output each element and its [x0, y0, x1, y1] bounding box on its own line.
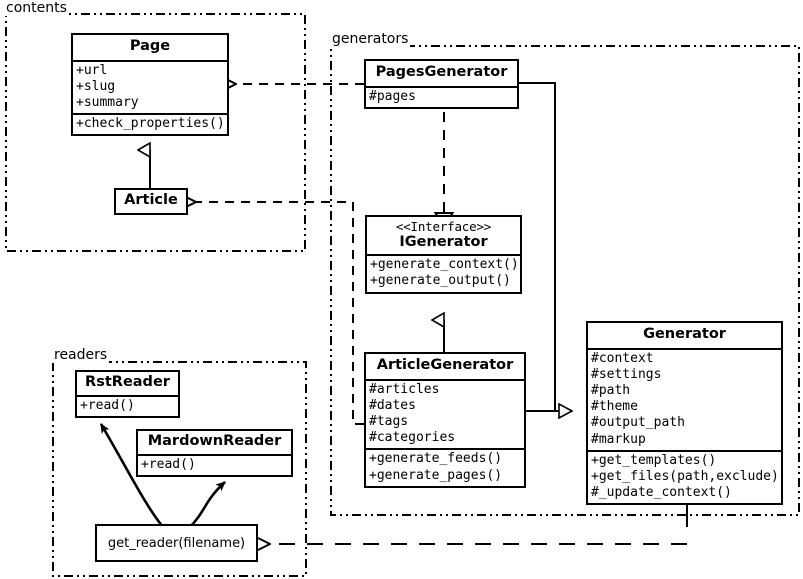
class-box-page[interactable]: Page +url +slug +summary +check_properti…	[71, 33, 229, 137]
method-item: +generate_context()	[370, 257, 519, 273]
method-item: +generate_pages()	[369, 467, 503, 483]
attribute-item: +url	[76, 62, 108, 78]
function-box-get-reader[interactable]: get_reader(filename)	[95, 524, 258, 562]
attribute-item: #context	[591, 350, 654, 366]
class-name-page: Page	[129, 38, 171, 54]
class-attributes-generator: #context #settings #path #theme #output_…	[588, 347, 781, 450]
attribute-item: +slug	[76, 78, 116, 94]
class-methods-mardownreader: +read()	[138, 453, 291, 475]
class-attributes-pagesgenerator: #pages	[366, 85, 517, 107]
package-label-generators: generators	[330, 31, 411, 47]
relation-generator-depends-getreader	[270, 502, 688, 544]
attribute-item: #path	[591, 383, 631, 399]
relation-articlegenerator-depends-article	[196, 202, 364, 425]
class-methods-generator: +get_templates() +get_files(path,exclude…	[588, 449, 781, 504]
class-box-mardownreader[interactable]: MardownReader +read()	[136, 429, 293, 477]
method-item: +read()	[80, 397, 135, 413]
relation-generators-inherit-generator	[519, 82, 572, 411]
class-methods-page: +check_properties()	[73, 113, 227, 134]
method-item: +generate_output()	[370, 273, 511, 289]
function-label-get-reader: get_reader(filename)	[107, 535, 246, 551]
class-box-articlegenerator[interactable]: ArticleGenerator #articles #dates #tags …	[364, 352, 526, 488]
attribute-item: +summary	[76, 95, 139, 111]
attribute-item: #theme	[591, 399, 638, 415]
class-box-pagesgenerator[interactable]: PagesGenerator #pages	[364, 59, 519, 109]
relation-getreader-uses-mardownreader	[189, 481, 226, 528]
class-methods-articlegenerator: +generate_feeds() +generate_pages()	[366, 448, 524, 485]
class-box-article[interactable]: Article	[114, 188, 188, 215]
class-name-mardownreader: MardownReader	[147, 433, 282, 449]
class-stereotype-igenerator: <<Interface>>	[395, 219, 492, 234]
class-attributes-articlegenerator: #articles #dates #tags #categories	[366, 378, 524, 449]
class-name-article: Article	[124, 192, 178, 208]
attribute-item: #settings	[591, 366, 662, 382]
class-name-rstreader: RstReader	[85, 374, 170, 390]
attribute-item: #pages	[369, 88, 416, 104]
class-name-articlegenerator: ArticleGenerator	[376, 357, 514, 373]
attribute-item: #output_path	[591, 415, 685, 431]
attribute-item: #categories	[369, 430, 456, 446]
class-name-igenerator: <<Interface>> IGenerator	[367, 217, 520, 254]
class-box-rstreader[interactable]: RstReader +read()	[75, 370, 180, 418]
class-name-generator: Generator	[643, 326, 726, 342]
method-item: +generate_feeds()	[369, 451, 503, 467]
method-item: #_update_context()	[591, 485, 732, 501]
attribute-item: #markup	[591, 431, 646, 447]
attribute-item: #dates	[369, 397, 416, 413]
class-methods-igenerator: +generate_context() +generate_output()	[367, 254, 520, 291]
method-item: +read()	[141, 456, 196, 472]
relation-pagesgenerator-realizes-igenerator	[433, 112, 455, 229]
class-title-igenerator: IGenerator	[399, 233, 488, 250]
class-attributes-page: +url +slug +summary	[73, 59, 227, 114]
class-name-pagesgenerator: PagesGenerator	[375, 64, 508, 80]
method-item: +get_files(path,exclude)	[591, 469, 779, 485]
class-box-generator[interactable]: Generator #context #settings #path #them…	[586, 321, 783, 506]
package-label-contents: contents	[4, 0, 69, 16]
class-methods-rstreader: +read()	[77, 394, 178, 416]
package-label-readers: readers	[52, 347, 110, 363]
method-item: +get_templates()	[591, 452, 717, 468]
method-item: +check_properties()	[76, 116, 225, 132]
attribute-item: #articles	[369, 381, 440, 397]
attribute-item: #tags	[369, 414, 409, 430]
class-box-igenerator[interactable]: <<Interface>> IGenerator +generate_conte…	[365, 215, 522, 294]
